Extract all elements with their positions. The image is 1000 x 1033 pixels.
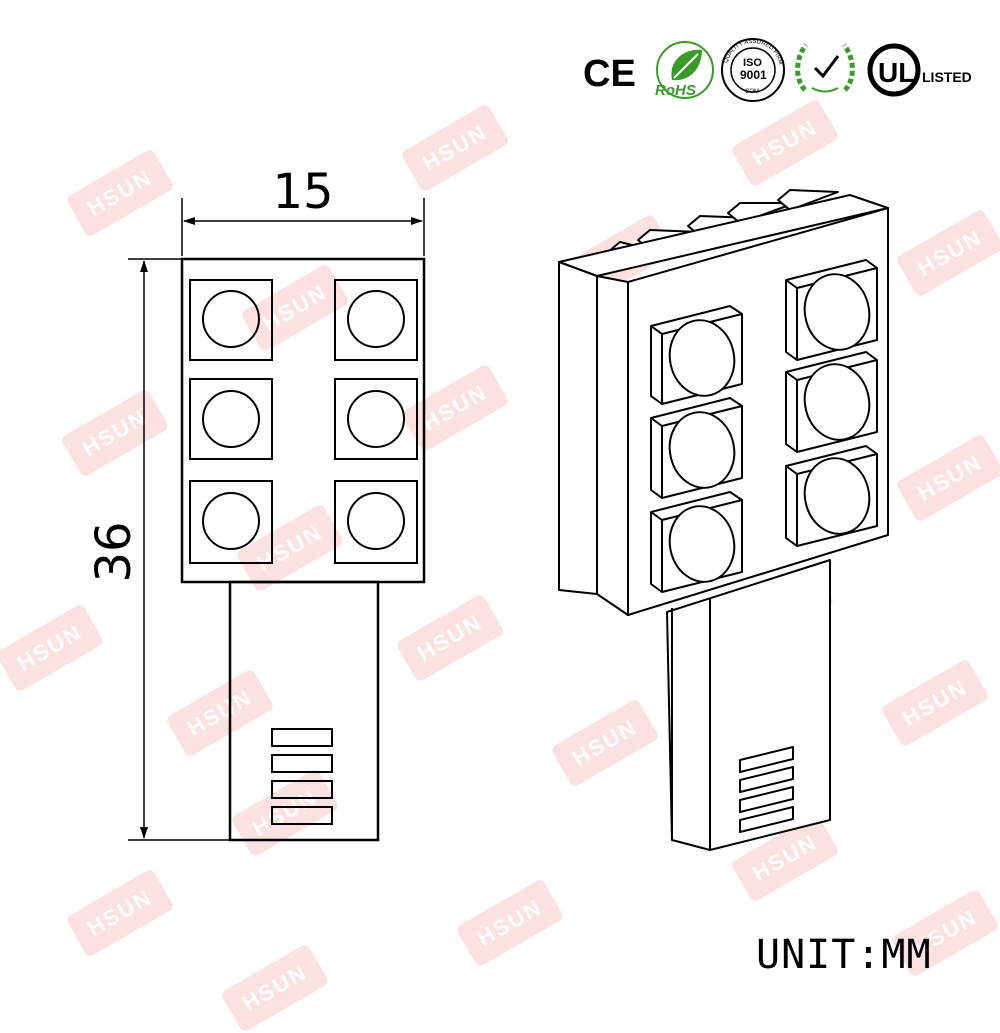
led-chip [189,279,273,361]
ul-listed-icon: UL LISTED [867,43,972,97]
ce-mark-text: CE [583,53,636,95]
technical-drawing: CE RoHS QUALITY ASSURED FIRM ISO 9001 CO… [86,38,972,851]
laurel-check-icon [795,43,855,93]
perspective-led-array [650,259,878,593]
led-chip [189,378,273,460]
led-lens [202,492,260,550]
rohs-badge-icon: RoHS [655,41,714,99]
rohs-text: RoHS [655,82,696,99]
iso-number-text: 9001 [740,68,767,82]
led-lens [202,290,260,348]
front-led-board [180,257,426,584]
height-dimension-label: 36 [86,521,142,582]
led-lens [347,390,405,448]
ul-listed-text: LISTED [922,69,972,85]
perspective-contact-pads [739,746,794,833]
led-chip [334,279,418,361]
front-led-array [189,279,418,564]
front-base-stem [228,580,380,842]
front-view-drawing [128,198,426,842]
board-inner-edge [596,275,629,616]
led-lens [347,290,405,348]
diagram-canvas: HSUN HSUN HSUN HSUN HSUN HSUN HSUN HSUN … [0,38,1000,1033]
led-lens [347,492,405,550]
led-chip [334,480,418,564]
led-chip [334,378,418,460]
board-side-edge [558,261,598,595]
iso-com-text: COM [745,89,759,95]
iso-9001-seal-icon: QUALITY ASSURED FIRM ISO 9001 COM [721,38,785,102]
led-lens [202,390,260,448]
unit-label: UNIT:MM [756,932,932,978]
perspective-view-drawing [558,189,889,851]
led-chip [189,480,273,564]
ul-text: UL [878,57,915,88]
iso-text: ISO [743,57,762,69]
ce-mark-icon: CE [583,53,636,95]
front-contact-pads [271,728,333,825]
width-dimension-label: 15 [272,164,333,220]
